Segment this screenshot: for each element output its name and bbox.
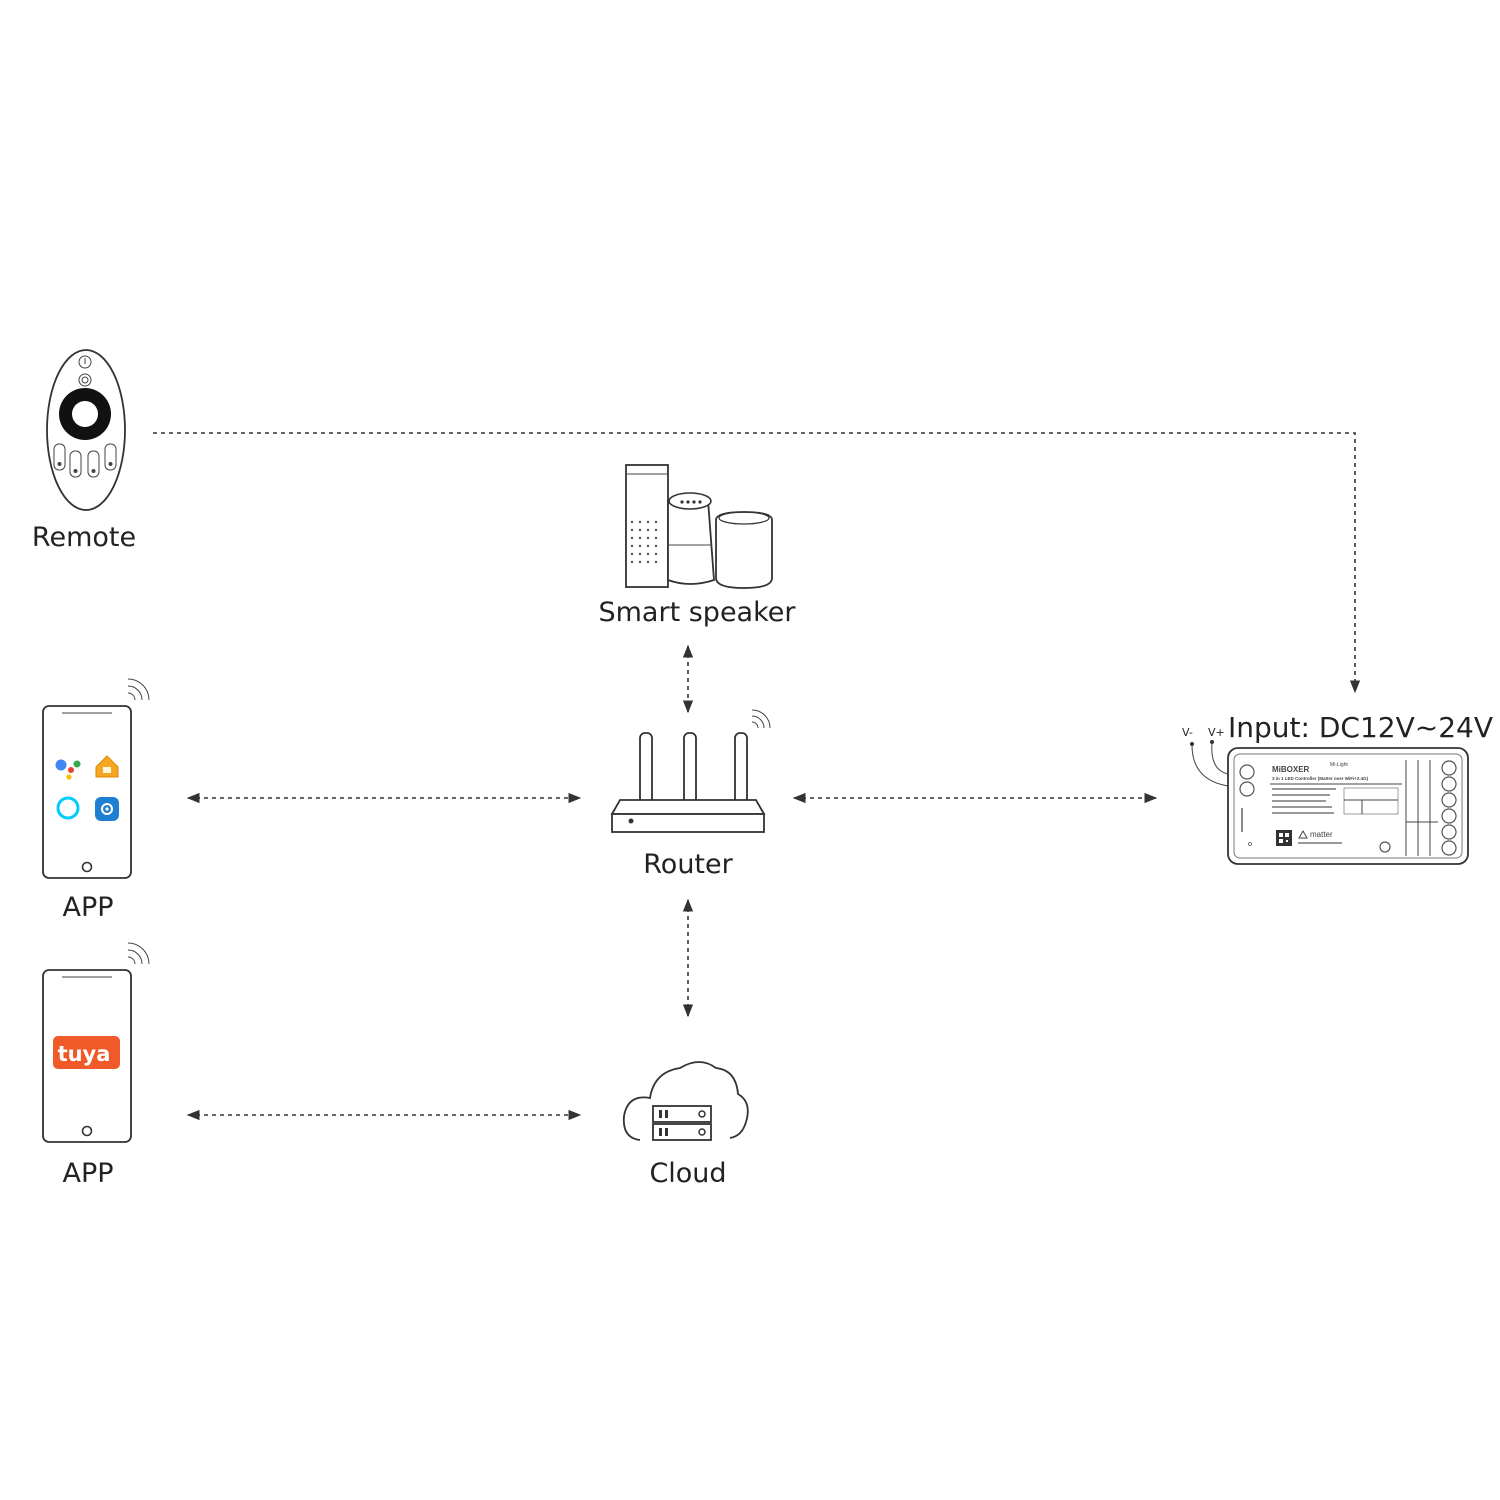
router-label: Router bbox=[643, 849, 733, 880]
alexa-icon bbox=[56, 796, 80, 820]
router-icon bbox=[610, 732, 766, 833]
tuya-logo-icon: tuya bbox=[53, 1036, 120, 1069]
input-voltage-label: Input: DC12V~24V bbox=[1228, 711, 1493, 744]
phone-top-wifi-icon bbox=[127, 678, 150, 701]
controller-device-icon: MiBOXER Mi-Light 3 in 1 LED Controller (… bbox=[1227, 747, 1469, 865]
phone-bottom-wifi-icon bbox=[127, 942, 150, 965]
app-bottom-node: tuya APP bbox=[42, 942, 150, 1189]
remote-icon bbox=[46, 349, 126, 511]
remote-label: Remote bbox=[32, 522, 136, 553]
qr-code-icon bbox=[1276, 830, 1292, 846]
cloud-node: Cloud bbox=[622, 1061, 749, 1189]
v-minus-label: V- bbox=[1182, 726, 1193, 739]
svg-text:tuya: tuya bbox=[58, 1042, 111, 1066]
app-bottom-label: APP bbox=[62, 1158, 113, 1189]
controller-node: V- V+ Input: DC12V~24V bbox=[1182, 711, 1493, 865]
smart-speaker-label: Smart speaker bbox=[598, 597, 796, 628]
v-plus-label: V+ bbox=[1208, 726, 1225, 739]
smartthings-icon bbox=[95, 797, 119, 821]
router-wifi-icon bbox=[751, 709, 771, 729]
remote-to-controller-line bbox=[153, 432, 1361, 694]
cloud-label: Cloud bbox=[649, 1158, 726, 1189]
cloud-icon bbox=[622, 1061, 749, 1141]
apple-home-icon bbox=[95, 755, 119, 778]
smart-speaker-icon bbox=[625, 464, 773, 589]
router-node: Router bbox=[610, 709, 771, 880]
svg-text:MiBOXER: MiBOXER bbox=[1272, 765, 1310, 774]
svg-text:Mi-Light: Mi-Light bbox=[1330, 762, 1348, 768]
power-wires-icon bbox=[1190, 740, 1229, 787]
app-top-label: APP bbox=[62, 892, 113, 923]
remote-node: Remote bbox=[32, 349, 136, 553]
svg-text:matter: matter bbox=[1310, 830, 1333, 839]
matter-logo-icon bbox=[1298, 829, 1308, 839]
phone-top-icon bbox=[42, 705, 132, 879]
server-icon bbox=[652, 1105, 712, 1141]
app-top-node: APP bbox=[42, 678, 150, 923]
smart-speaker-node: Smart speaker bbox=[598, 464, 796, 628]
svg-text:3 in 1 LED Controller (Matter: 3 in 1 LED Controller (Matter over WiFi+… bbox=[1272, 776, 1369, 781]
google-assistant-icon bbox=[55, 759, 81, 780]
connections bbox=[153, 432, 1361, 1121]
